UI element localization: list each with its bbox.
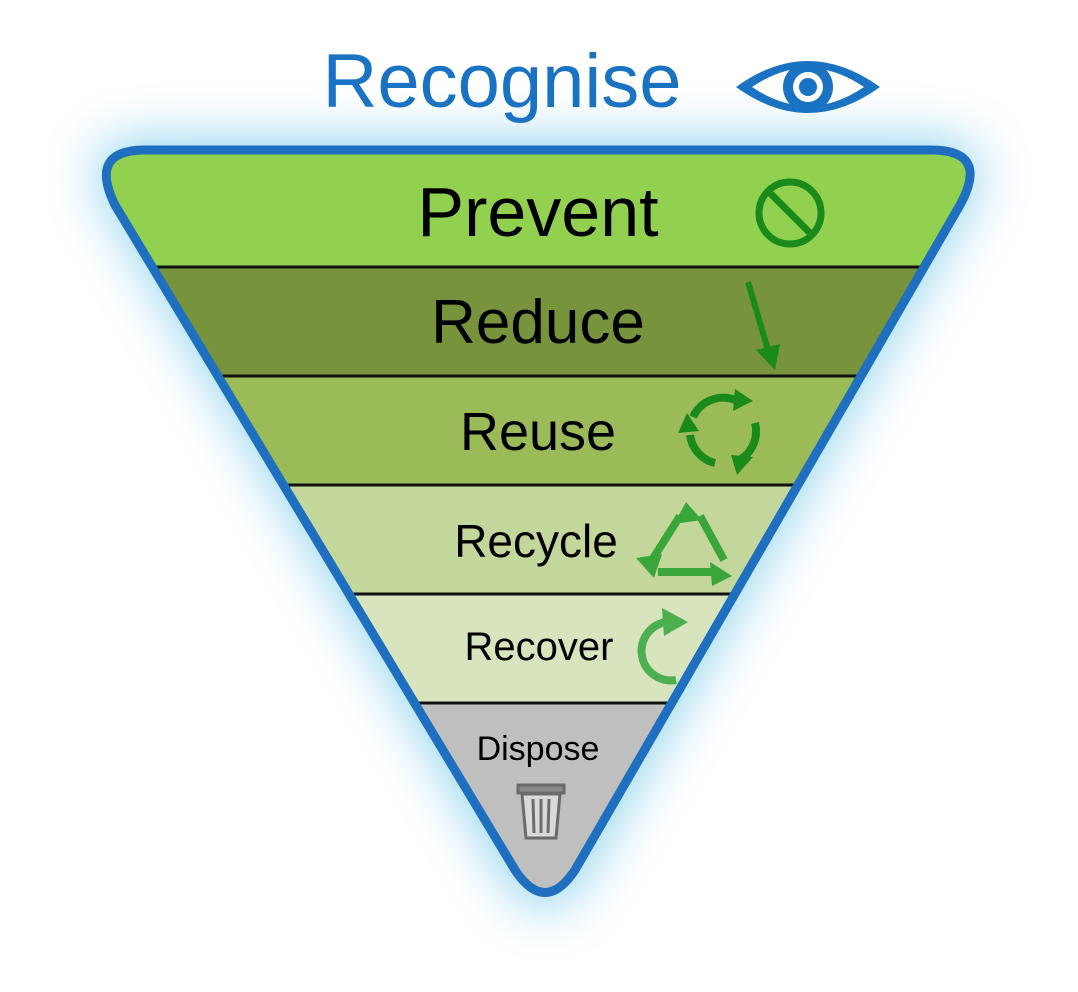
tier-band-prevent [106,150,971,267]
tier-band-reduce [106,267,971,376]
refresh-arrow-icon [637,608,688,685]
recycle-triangle-icon [636,502,732,586]
circular-arrows-icon [678,389,761,475]
tier-label-recover: Recover [465,625,614,669]
triangle-outline [101,145,975,897]
eye-icon [736,61,880,113]
tier-label-recycle: Recycle [454,515,618,567]
no-entry-icon [755,178,825,248]
title-label: Recognise [322,39,681,124]
tier-label-reuse: Reuse [460,402,616,462]
trash-bin-icon [516,783,566,840]
tier-label-reduce: Reduce [431,288,645,357]
down-arrow-icon [745,281,780,370]
tier-label-dispose: Dispose [477,730,600,768]
tier-label-prevent: Prevent [417,173,658,251]
